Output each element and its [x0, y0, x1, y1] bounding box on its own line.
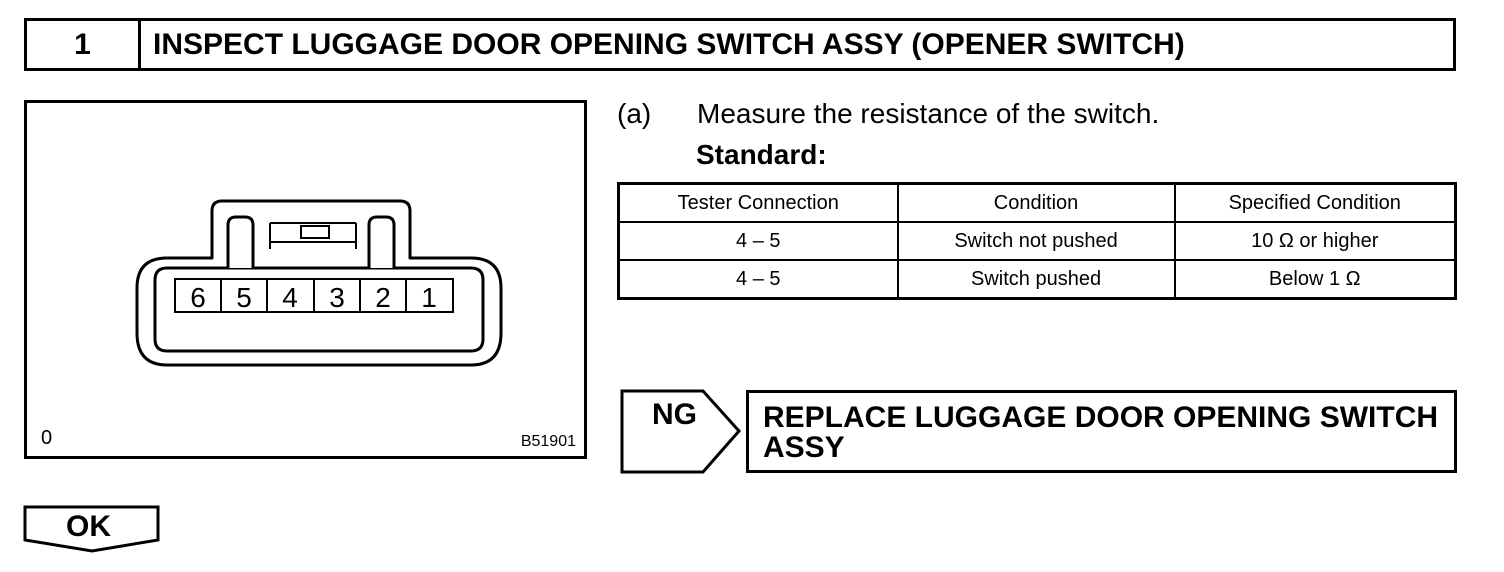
table-cell: 10 Ω or higher: [1173, 221, 1457, 261]
ng-label: NG: [652, 398, 697, 431]
table-cell: Switch not pushed: [896, 221, 1176, 261]
ok-arrow-shape: [23, 505, 160, 553]
table-header-row: Tester Connection Condition Specified Co…: [617, 182, 1457, 223]
table-cell: Below 1 Ω: [1173, 259, 1457, 300]
table-cell: Switch pushed: [896, 259, 1176, 300]
pin-label: 5: [236, 282, 252, 313]
table-row: 4 – 5 Switch pushed Below 1 Ω: [617, 259, 1457, 300]
resistance-spec-table: Tester Connection Condition Specified Co…: [617, 182, 1457, 300]
figure-code: B51901: [520, 433, 576, 450]
column-header: Tester Connection: [617, 182, 899, 223]
table-cell: 4 – 5: [617, 259, 899, 300]
table-cell: 4 – 5: [617, 221, 899, 261]
substep-letter: (a): [617, 98, 652, 129]
standard-label: Standard:: [696, 139, 827, 170]
table-row: 4 – 5 Switch not pushed 10 Ω or higher: [617, 221, 1457, 261]
step-header: 1 INSPECT LUGGAGE DOOR OPENING SWITCH AS…: [24, 18, 1456, 71]
step-title: INSPECT LUGGAGE DOOR OPENING SWITCH ASSY…: [153, 27, 1185, 61]
ng-action-box: REPLACE LUGGAGE DOOR OPENING SWITCH ASSY: [746, 390, 1457, 473]
pin-label: 4: [282, 282, 298, 313]
latch-slot-left: [226, 215, 255, 268]
pin-label: 1: [421, 282, 437, 313]
column-header: Specified Condition: [1173, 182, 1457, 223]
corner-mark: 0: [41, 427, 53, 449]
pin-label: 6: [190, 282, 206, 313]
lock-tab: [300, 225, 330, 239]
ng-arrow-shape: [620, 389, 742, 474]
substep-text: Measure the resistance of the switch.: [697, 98, 1160, 129]
step-number: 1: [27, 21, 141, 68]
connector-illustration: 6 5 4 3 2 1 0 B51901: [24, 100, 587, 459]
connector-drawing: 6 5 4 3 2 1: [135, 199, 503, 367]
pin-label: 2: [375, 282, 391, 313]
ok-label: OK: [66, 510, 111, 543]
column-header: Condition: [896, 182, 1176, 223]
pin-label: 3: [329, 282, 345, 313]
latch-slot-right: [367, 215, 396, 268]
